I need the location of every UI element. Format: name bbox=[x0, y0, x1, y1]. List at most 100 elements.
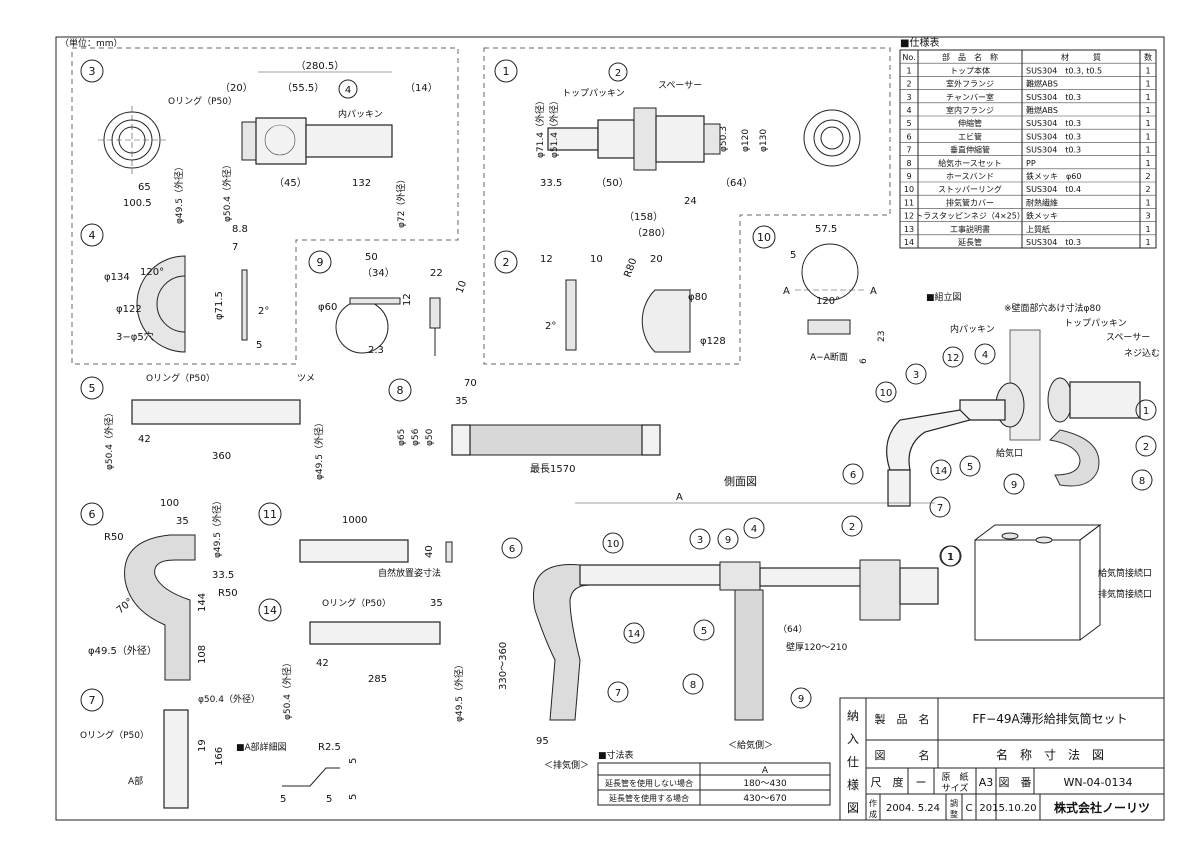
spec-cell-12-1: 工事説明書 bbox=[950, 224, 990, 234]
spec-cell-4-0: 5 bbox=[906, 119, 911, 128]
dim-23: 23 bbox=[877, 331, 887, 342]
spec-cell-7-3: 1 bbox=[1145, 159, 1150, 168]
company-name: 株式会社ノーリツ bbox=[1054, 800, 1150, 815]
label-supply-side: ＜給気側＞ bbox=[728, 739, 773, 751]
side-callout-7: 14 bbox=[628, 629, 641, 640]
side-callout-circle-5 bbox=[841, 515, 863, 537]
asm-callout-6: 6 bbox=[850, 470, 856, 481]
asm-callout-circle-11 bbox=[929, 496, 951, 518]
asm-callout-0: 3 bbox=[913, 370, 919, 381]
label-inner-packing-asm: 内パッキン bbox=[950, 323, 995, 335]
spec-cell-2-0: 3 bbox=[906, 93, 911, 102]
dim-dia-65: φ65 bbox=[397, 429, 407, 446]
side-callout-6: 1 bbox=[947, 552, 953, 563]
asm-callout-circle-7 bbox=[930, 459, 952, 481]
dim-55-5: （55.5） bbox=[282, 82, 324, 94]
label-supply-conn: 給気筒接続口 bbox=[1098, 567, 1152, 579]
side-callout-circle-10 bbox=[790, 687, 812, 709]
side-callout-2: 3 bbox=[697, 535, 703, 546]
part-3-view: 3 （280.5） （20） （55.5） 4 （14） Oリング（P50） 内… bbox=[80, 59, 438, 228]
side-callout-circle-6 bbox=[939, 545, 961, 567]
spec-cell-6-2: SUS304 t0.3 bbox=[1026, 146, 1081, 155]
asm-callout-4: 1 bbox=[1143, 406, 1149, 417]
dim-dia-49-5-6: φ49.5（外径） bbox=[88, 644, 157, 657]
spec-table-title: ■仕様表 bbox=[900, 36, 939, 49]
label-spacer-1: スペーサー bbox=[658, 80, 702, 91]
asm-callout-circle-0 bbox=[905, 363, 927, 385]
asm-callout-9: 8 bbox=[1139, 476, 1145, 487]
callout-8: 8 bbox=[397, 384, 404, 397]
spec-cell-12-2: 上質紙 bbox=[1026, 224, 1050, 234]
dim-dia-60: φ60 bbox=[318, 302, 337, 313]
spec-cell-7-1: 給気ホースセット bbox=[938, 158, 1002, 168]
side-callout-circle-4 bbox=[743, 517, 765, 539]
dim-120deg-4: 120° bbox=[140, 267, 164, 278]
spec-cell-1-0: 2 bbox=[906, 80, 911, 89]
spec-cell-1-2: 難燃ABS bbox=[1026, 79, 1058, 89]
spec-cell-10-0: 11 bbox=[904, 198, 914, 207]
dim-dia-122: φ122 bbox=[116, 304, 142, 315]
part-10-view: 10 57.5 5 A A 120° A−A断面 23 6 bbox=[752, 224, 887, 364]
callout-14: 14 bbox=[263, 604, 277, 617]
part-6-view: 6 100 35 φ49.5（外径） R50 33.5 144 R50 70° … bbox=[80, 496, 238, 681]
dim-table-row1-label: 延長管を使用しない場合 bbox=[605, 778, 693, 788]
detail-a-title: ■A部詳細図 bbox=[236, 741, 287, 753]
side-callout-1: 10 bbox=[607, 539, 620, 550]
dim-12-9: 12 bbox=[402, 293, 413, 306]
side-callout-5: 2 bbox=[849, 522, 855, 533]
asm-callout-circle-8 bbox=[959, 455, 981, 477]
asm-callout-7: 14 bbox=[935, 466, 948, 477]
dim-20: （20） bbox=[220, 82, 253, 94]
dim-dia-72: φ72（外径） bbox=[395, 175, 407, 228]
spec-cell-4-3: 1 bbox=[1145, 119, 1150, 128]
side-label-2: 入 bbox=[847, 732, 859, 746]
dim-wall-thickness: 壁厚120〜210 bbox=[786, 641, 848, 653]
side-label-1: 納 bbox=[847, 709, 859, 723]
paper-size: A3 bbox=[979, 776, 994, 789]
spec-cell-11-1: トラスタッピンネジ（4×25） bbox=[915, 212, 1025, 221]
detail-a-view: ■A部詳細図 R2.5 5 5 5 5 bbox=[236, 741, 359, 805]
dim-35-8: 35 bbox=[455, 396, 468, 407]
dim-42-14: 42 bbox=[316, 658, 329, 669]
dim-330-360: 330〜360 bbox=[498, 642, 509, 690]
dim-8-8: 8.8 bbox=[232, 224, 248, 235]
side-callout-circle-1 bbox=[602, 532, 624, 554]
revised-label-1: 調 bbox=[950, 798, 958, 808]
dim-dia-50-3: φ50.3 bbox=[719, 126, 729, 152]
part-7-view: 7 φ50.4（外径） Oリング（P50） 19 166 A部 bbox=[80, 688, 260, 809]
dim-dia-49-5-14: φ49.5（外径） bbox=[453, 660, 465, 722]
label-oring-p50-7: Oリング（P50） bbox=[80, 729, 149, 741]
dim-120deg-10: 120° bbox=[816, 296, 840, 307]
asm-callout-circle-5 bbox=[1135, 435, 1157, 457]
spec-cell-5-1: エビ管 bbox=[958, 131, 982, 141]
spec-cell-4-2: SUS304 t0.3 bbox=[1026, 119, 1081, 128]
dim-158: （158） bbox=[624, 211, 663, 223]
part-11-view: 11 1000 40 自然放置姿寸法 bbox=[258, 502, 453, 579]
part-8-view: 8 70 35 φ65 φ56 φ50 最長1570 bbox=[388, 378, 661, 475]
dim-100-5: 100.5 bbox=[123, 198, 152, 209]
created-date: 2004. 5.24 bbox=[886, 803, 940, 814]
spec-cell-2-1: チャンバー室 bbox=[946, 92, 994, 102]
dim-64-side: （64） bbox=[778, 624, 807, 635]
spec-cell-11-0: 12 bbox=[904, 212, 914, 221]
dim-a-side: A bbox=[676, 492, 683, 503]
spec-header-2: 材 質 bbox=[1061, 52, 1101, 62]
dim-166: 166 bbox=[214, 747, 225, 766]
dim-dia-80: φ80 bbox=[688, 292, 707, 303]
spec-header-3: 数 bbox=[1144, 52, 1152, 62]
unit-label: （単位：mm） bbox=[60, 37, 123, 49]
dim-33-5-6: 33.5 bbox=[212, 570, 234, 581]
part-1-view: 1 2 トップパッキン スペーサー φ71.4（外径） φ51.4（外径） φ5… bbox=[494, 59, 861, 239]
dimension-table: ■寸法表 A 延長管を使用しない場合 180〜430 延長管を使用する場合 43… bbox=[597, 749, 831, 806]
spec-cell-10-1: 排気管カバー bbox=[946, 197, 994, 207]
side-callout-circle-0 bbox=[501, 537, 523, 559]
side-view: 側面図 A 330〜360 95 （64） 壁厚120〜210 ＜排気側＞ ＜給… bbox=[498, 475, 961, 771]
spec-cell-8-3: 2 bbox=[1145, 172, 1150, 181]
scale-value: ー bbox=[916, 776, 927, 789]
dim-dia-50-4-3: φ50.4（外径） bbox=[221, 160, 233, 222]
dim-r50-b: R50 bbox=[218, 588, 238, 599]
dim-dia-130: φ130 bbox=[759, 129, 769, 152]
callout-3: 3 bbox=[89, 65, 96, 78]
dim-19: 19 bbox=[197, 739, 208, 752]
